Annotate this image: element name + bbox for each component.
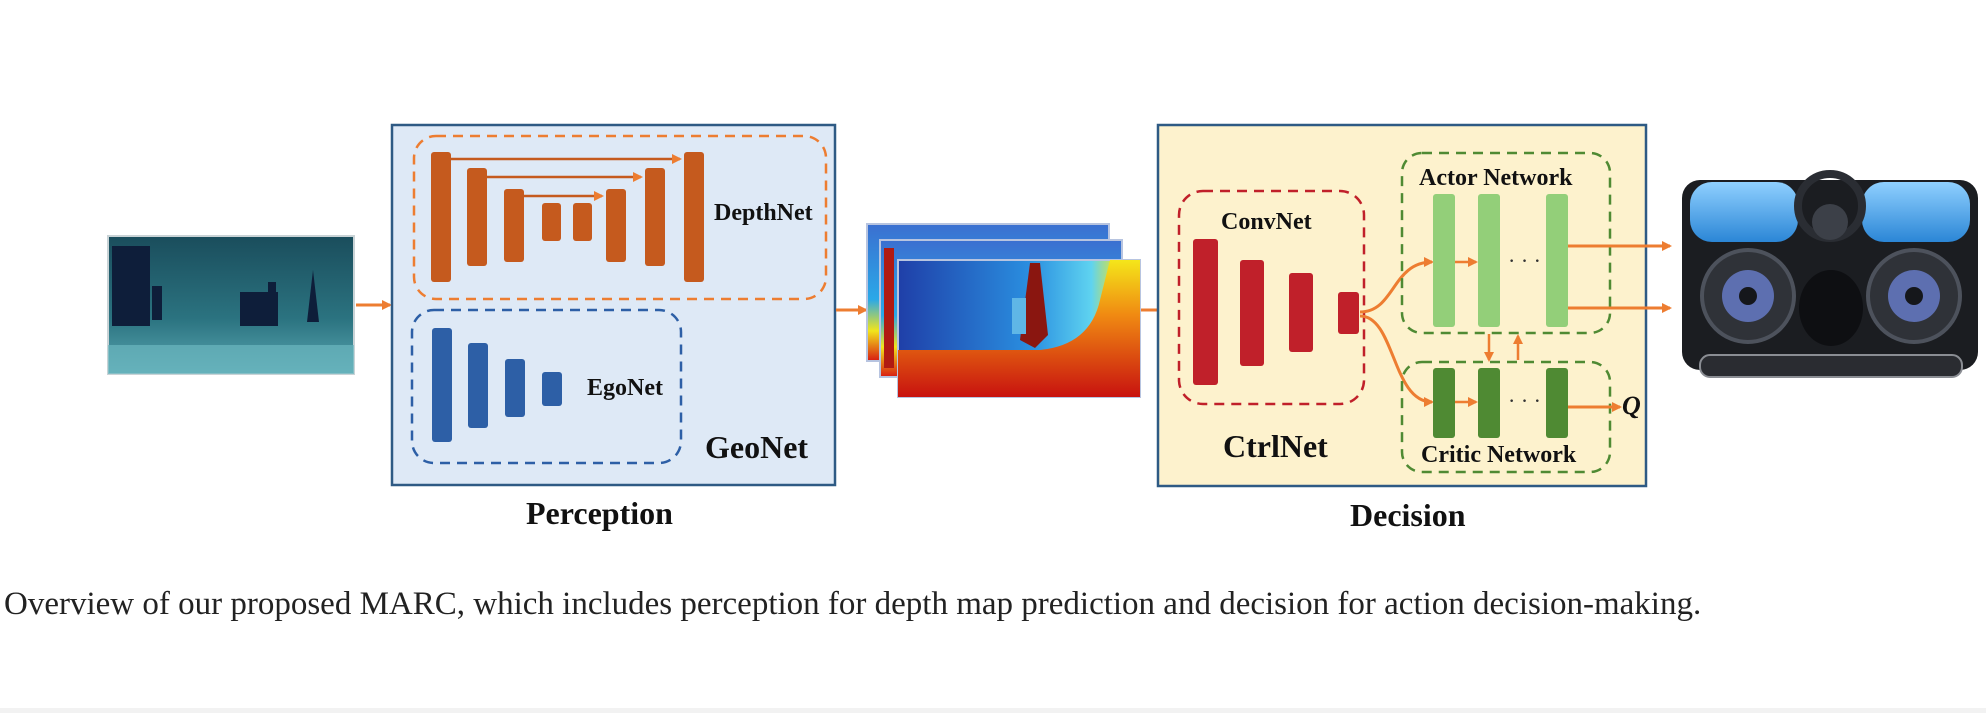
depthnet-layer — [542, 203, 561, 241]
depth-map-stack — [866, 223, 1141, 398]
actor-layer — [1433, 194, 1455, 327]
convnet-label: ConvNet — [1221, 209, 1312, 235]
actor-layer — [1478, 194, 1500, 327]
critic-network-block: · · · Critic Network — [1400, 360, 1612, 474]
depthnet-layer — [431, 152, 451, 282]
input-underwater-image — [107, 235, 355, 375]
critic-dashed-box — [1400, 360, 1612, 474]
egonet-label: EgoNet — [587, 375, 663, 401]
arrow-convnet-to-critic — [1359, 314, 1434, 407]
actor-network-label: Actor Network — [1419, 165, 1573, 191]
figure-caption: Overview of our proposed MARC, which inc… — [4, 586, 1702, 622]
egonet-layer — [542, 372, 562, 406]
critic-layer — [1478, 368, 1500, 438]
convnet-layer — [1289, 273, 1313, 352]
perception-title: Perception — [526, 495, 673, 531]
critic-layer — [1433, 368, 1455, 438]
depthnet-label: DepthNet — [714, 200, 813, 226]
convnet-layer — [1193, 239, 1218, 385]
depthnet-dashed-box — [412, 134, 828, 301]
arrow-convnet-to-actor — [1359, 257, 1434, 314]
q-value-label: Q — [1622, 391, 1641, 420]
geonet-label: GeoNet — [705, 429, 808, 465]
convnet-block: ConvNet — [1177, 189, 1366, 406]
egonet-layer — [432, 328, 452, 442]
egonet-layer — [505, 359, 525, 417]
depthnet-layer — [606, 189, 626, 262]
egonet-layer — [468, 343, 488, 428]
depthnet-layer — [684, 152, 704, 282]
egonet-dashed-box — [410, 308, 683, 465]
convnet-layer — [1240, 260, 1264, 366]
depthnet-layer — [573, 203, 592, 241]
geonet-box — [390, 123, 837, 487]
depthnet-layer — [467, 168, 487, 266]
actor-layer — [1546, 194, 1568, 327]
bottom-divider — [0, 708, 1986, 713]
depthnet-layer — [504, 189, 524, 262]
convnet-layer — [1338, 292, 1359, 334]
critic-ellipsis: · · · — [1508, 388, 1541, 413]
depthnet-block: DepthNet — [412, 134, 828, 301]
critic-network-label: Critic Network — [1421, 442, 1577, 468]
ctrlnet-label: CtrlNet — [1223, 428, 1328, 464]
convnet-dashed-box — [1177, 189, 1366, 406]
underwater-robot-image — [1682, 170, 1978, 378]
critic-layer — [1546, 368, 1568, 438]
actor-ellipsis: · · · — [1508, 248, 1541, 273]
decision-title: Decision — [1350, 497, 1466, 533]
actor-network-block: Actor Network · · · — [1400, 151, 1612, 335]
depthnet-layer — [645, 168, 665, 266]
egonet-block: EgoNet — [410, 308, 683, 465]
